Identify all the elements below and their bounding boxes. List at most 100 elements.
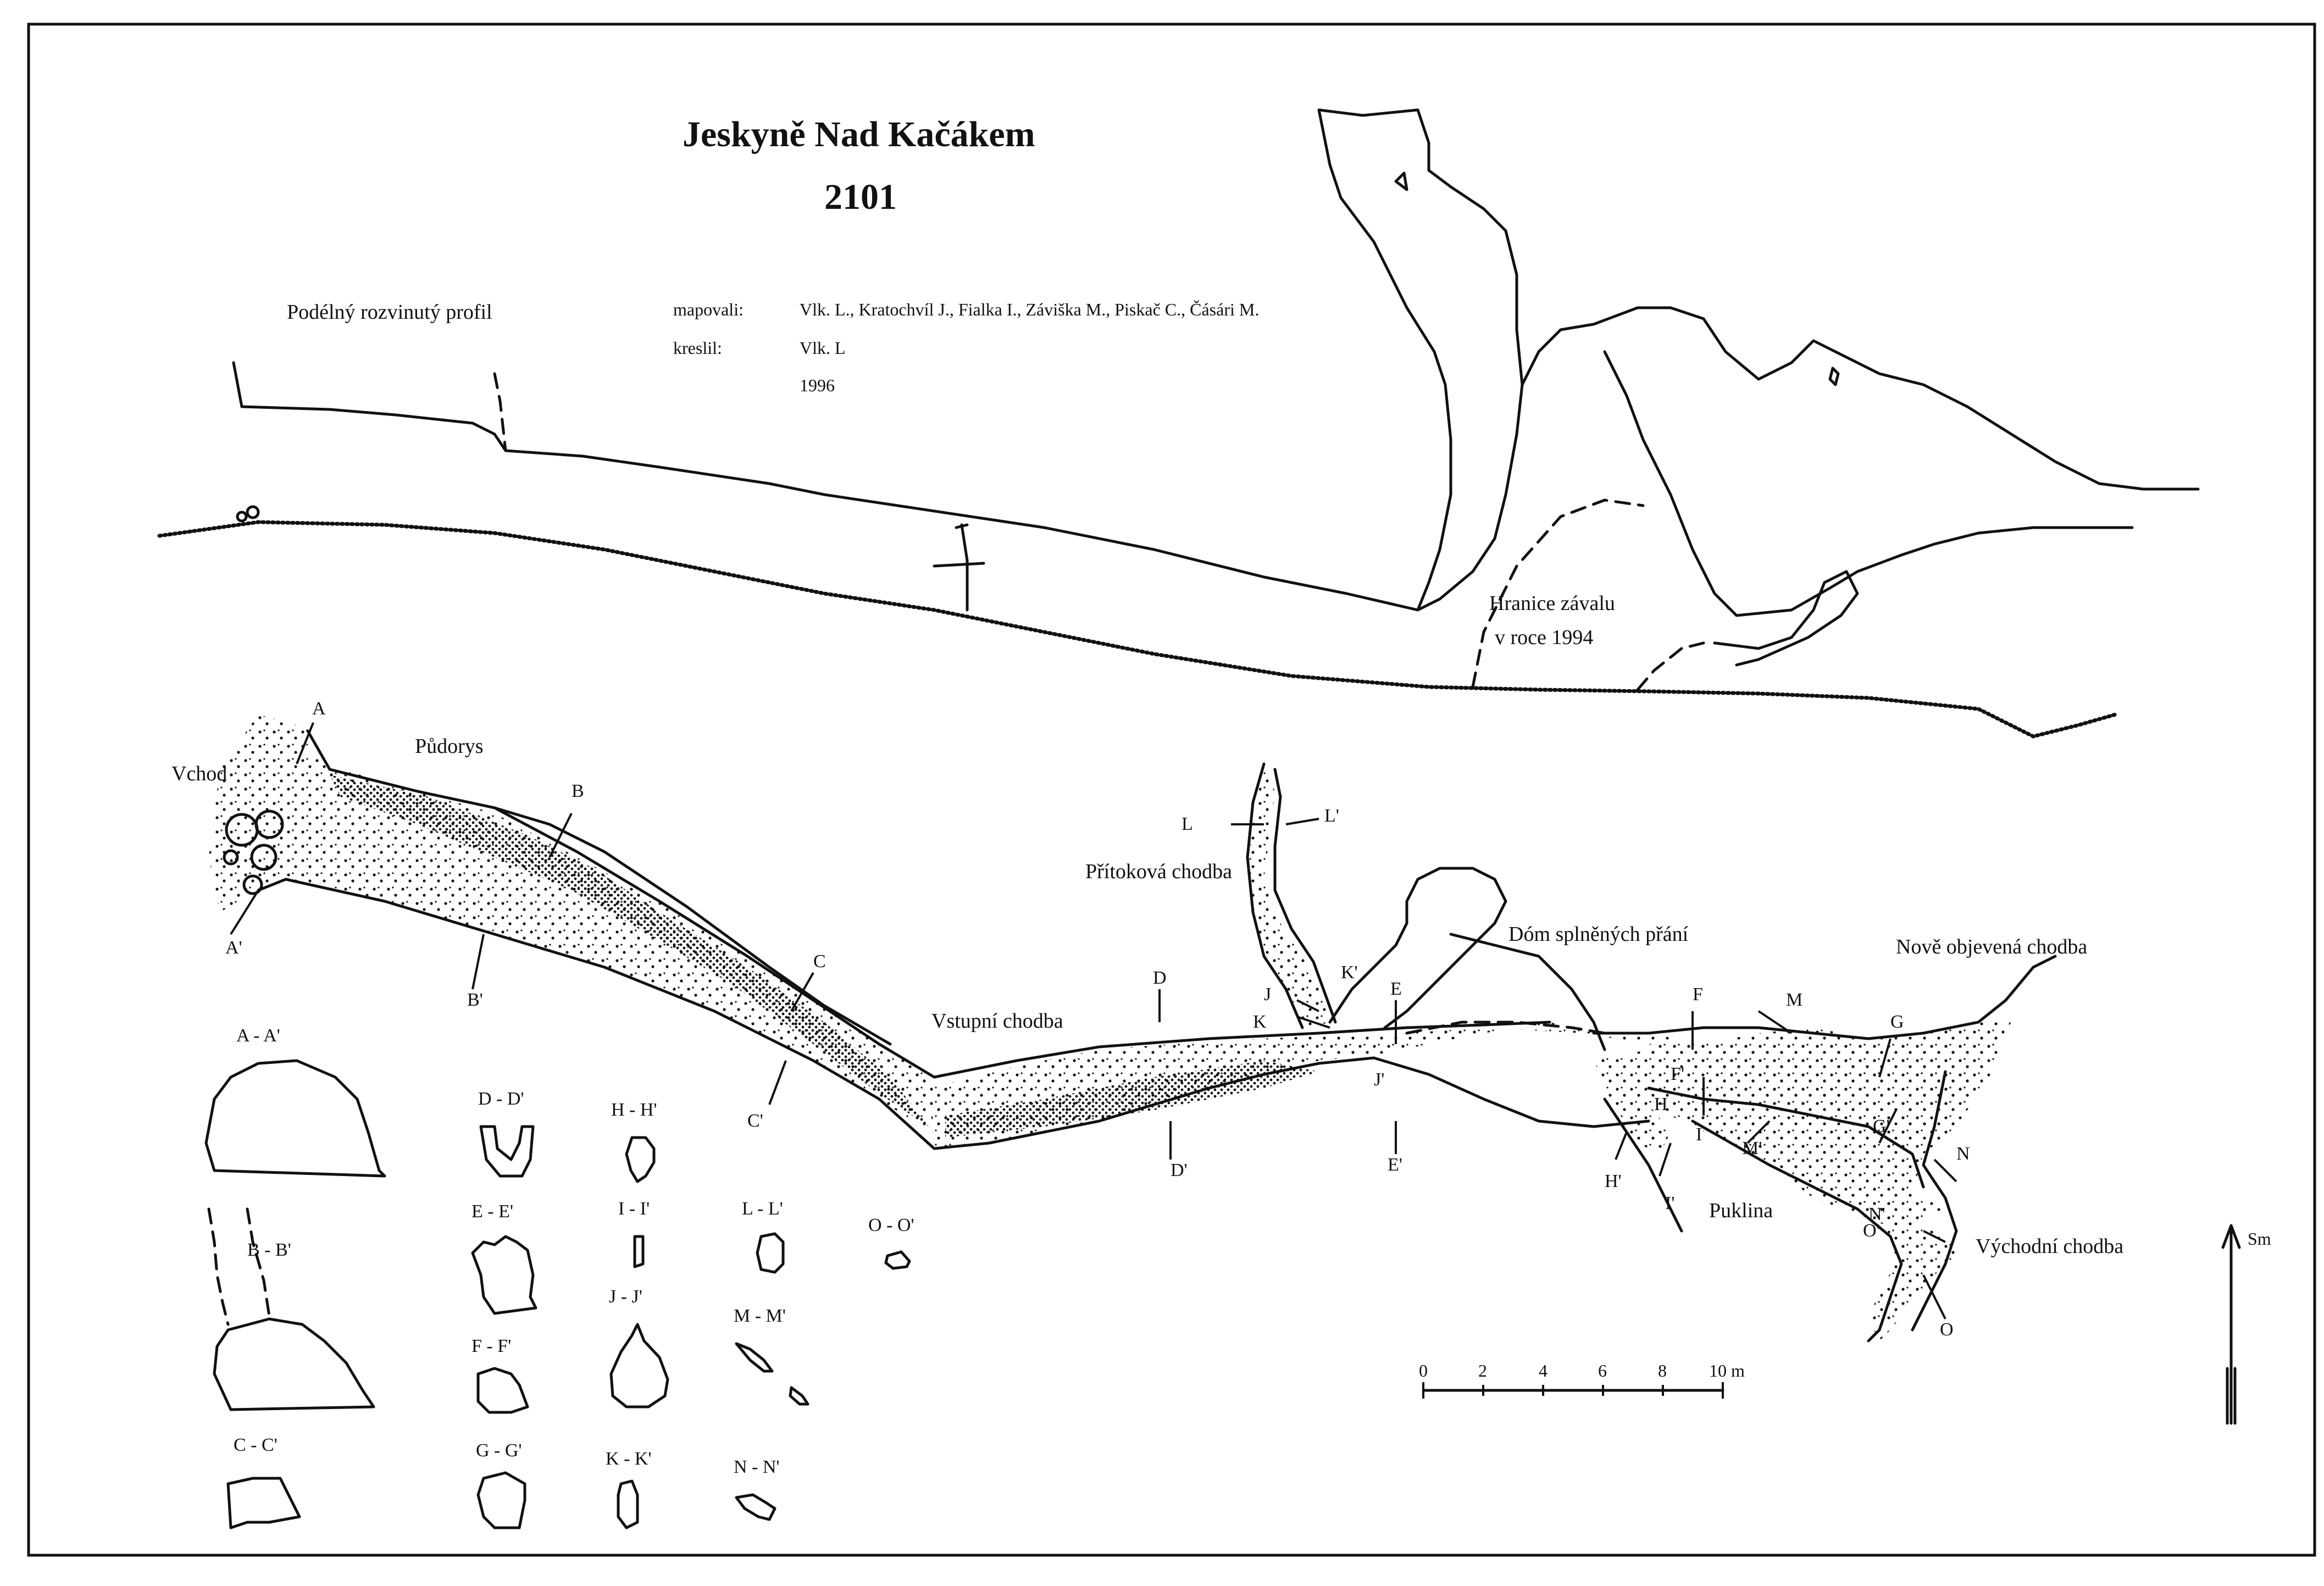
collapse-boundary-line-2	[1636, 641, 1705, 691]
north-arrow-bar	[2226, 1367, 2237, 1425]
cross-section-title-j: J - J'	[609, 1286, 642, 1307]
profile-chimney-blob	[1394, 171, 1408, 191]
cross-section-title-e: E - E'	[472, 1201, 513, 1222]
plan-label: Půdorys	[415, 735, 484, 758]
tributary-passage-label: Přítoková chodba	[1085, 860, 1232, 883]
cross-section-k	[617, 1479, 639, 1529]
scale-tick-6: 6	[1598, 1361, 1607, 1380]
drawn-by-label: kreslil:	[673, 338, 722, 358]
map-title: Jeskyně Nad Kačákem	[683, 114, 1035, 154]
profile-boulder	[236, 511, 248, 523]
cross-section-title-h: H - H'	[611, 1100, 657, 1120]
profile-label: Podélný rozvinutý profil	[287, 301, 492, 324]
cross-section-l	[756, 1232, 785, 1274]
section-label-a-prime: A'	[225, 938, 242, 958]
scale-tick-0: 0	[1419, 1361, 1428, 1380]
cross-section-b-upper-2	[246, 1207, 271, 1318]
section-label-d-prime: D'	[1171, 1160, 1188, 1180]
profile-step	[960, 523, 969, 612]
section-label-j: J	[1264, 984, 1271, 1005]
section-label-b: B	[572, 781, 584, 801]
cross-section-o	[884, 1250, 911, 1270]
drawn-by: Vlk. L	[800, 338, 846, 358]
profile-step-top	[933, 562, 985, 568]
profile-shaft-dashes	[493, 372, 507, 452]
eastern-passage-label: Východní chodba	[1976, 1235, 2123, 1258]
section-label-f: F	[1693, 984, 1703, 1005]
survey-year: 1996	[800, 375, 835, 395]
cross-section-title-b: B - B'	[247, 1240, 291, 1260]
longitudinal-profile	[157, 108, 2200, 739]
section-label-e: E	[1390, 979, 1402, 999]
plan-tributary-passage	[1247, 769, 1330, 1028]
plan-dome-dashed-wall	[1405, 1021, 1606, 1035]
section-label-n: N	[1956, 1144, 1970, 1164]
section-label-k: K	[1253, 1012, 1267, 1032]
cross-section-title-k: K - K'	[606, 1449, 652, 1469]
cross-section-m	[735, 1342, 774, 1373]
cross-section-title-n: N - N'	[734, 1457, 780, 1477]
cross-section-title-l: L - L'	[742, 1199, 783, 1219]
map-frame	[27, 23, 2316, 1557]
section-letters: A A' B B' C C' D D' E E' F F' G G' H H' …	[225, 698, 1970, 1340]
scale-tick-4: 4	[1539, 1361, 1548, 1380]
mapped-by: Vlk. L., Kratochvíl J., Fialka I., Záviš…	[800, 300, 1259, 319]
section-label-i-prime: I'	[1665, 1193, 1674, 1213]
cross-section-title-c: C - C'	[234, 1435, 278, 1455]
plan-wall-east-upper	[1592, 955, 2057, 1040]
section-label-m: M	[1786, 990, 1802, 1010]
section-label-h-prime: H'	[1605, 1171, 1622, 1191]
plan-main-passage-dense	[945, 1061, 1319, 1138]
cross-section-h	[625, 1136, 656, 1183]
fissure-label: Puklina	[1709, 1199, 1773, 1222]
collapse-boundary-label-1: Hranice závalu	[1489, 592, 1615, 615]
mapped-by-label: mapovali:	[673, 300, 744, 319]
cross-section-a	[204, 1059, 386, 1178]
cross-section-b-upper	[207, 1207, 230, 1326]
section-label-d: D	[1153, 968, 1167, 988]
cross-section-e	[471, 1235, 537, 1315]
profile-dome-wall-right	[1521, 306, 2200, 491]
plan-sediment-band	[330, 775, 929, 1127]
collapse-boundary-label-2: v roce 1994	[1495, 626, 1593, 649]
section-label-n-prime: N'	[1868, 1204, 1885, 1224]
cross-section-n	[735, 1493, 776, 1521]
scale-tick-10: 10 m	[1709, 1361, 1745, 1380]
profile-chimney-blob-2	[1828, 367, 1840, 386]
section-label-f-prime: F'	[1671, 1064, 1684, 1084]
section-label-l: L	[1182, 814, 1193, 834]
plan-wall-east-mid-2	[1691, 1119, 1903, 1343]
section-label-k-prime: K'	[1341, 962, 1358, 983]
plan-wall-lower	[257, 878, 1650, 1150]
cross-section-j	[609, 1323, 669, 1408]
section-label-c-prime: C'	[747, 1111, 763, 1131]
cross-sections: A - A' B - B' C - C' D - D' E - E' F - F…	[204, 1025, 914, 1529]
plan-wall-upper-2	[493, 806, 892, 1046]
section-label-g-prime: G'	[1873, 1116, 1890, 1136]
plan-fissure-branch	[1605, 1083, 1671, 1154]
section-label-e-prime: E'	[1388, 1155, 1402, 1175]
cross-section-title-f: F - F'	[472, 1336, 511, 1356]
cross-section-title-i: I - I'	[618, 1199, 650, 1219]
plan-boulder	[254, 809, 284, 839]
plan-wall-tributary-right	[1273, 768, 1337, 1024]
cross-section-i	[633, 1235, 645, 1268]
cross-section-title-g: G - G'	[476, 1440, 522, 1461]
section-label-c: C	[813, 951, 826, 972]
section-label-m-prime: M'	[1742, 1138, 1762, 1158]
cross-section-title-a: A - A'	[236, 1025, 280, 1046]
plan-eastern-branch	[1868, 1198, 1956, 1341]
plan-wall-east-lower	[1603, 1097, 1683, 1233]
section-cut-lines	[230, 722, 1957, 1319]
section-label-j-prime: J'	[1374, 1069, 1384, 1090]
north-arrow-head	[2221, 1224, 2241, 1249]
entrance-label: Vchod	[171, 762, 227, 785]
cross-section-g	[476, 1471, 526, 1529]
section-label-h: H	[1654, 1094, 1668, 1114]
section-label-b-prime: B'	[467, 990, 483, 1010]
cross-section-title-o: O - O'	[868, 1215, 914, 1235]
plan-boulder	[242, 874, 263, 895]
dome-label: Dóm splněných přání	[1508, 923, 1689, 946]
cross-section-b	[213, 1317, 375, 1411]
